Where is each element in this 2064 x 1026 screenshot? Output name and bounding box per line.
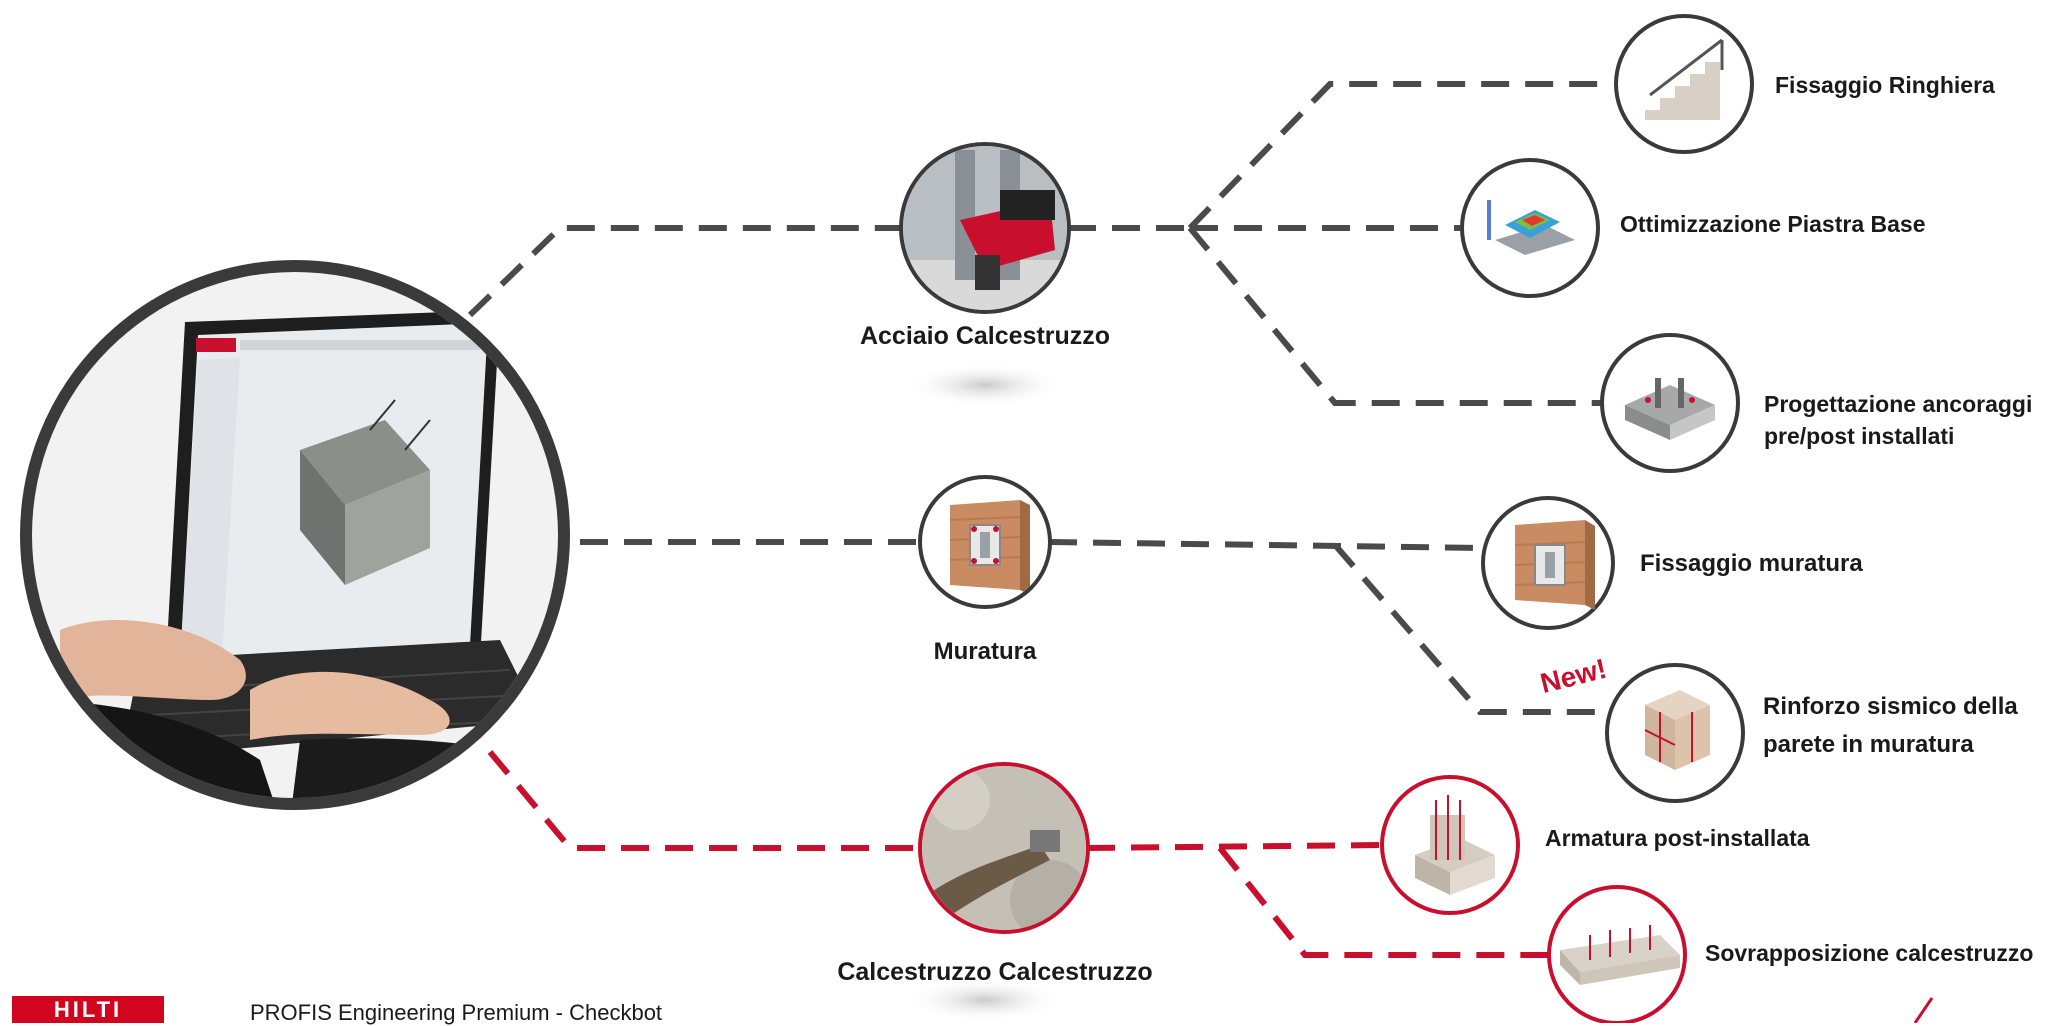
app-ringhiera-icon[interactable]: [1614, 14, 1754, 154]
hero-laptop-illustration: [20, 260, 570, 810]
app-armatura-label: Armatura post-installata: [1545, 825, 1810, 851]
app-piastra-icon[interactable]: [1460, 158, 1600, 298]
category-calcestruzzo-label: Calcestruzzo Calcestruzzo: [837, 958, 1153, 986]
app-armatura-icon[interactable]: [1380, 775, 1520, 915]
app-rinforzo-line2: parete in muratura: [1763, 731, 1974, 758]
category-calcestruzzo-icon[interactable]: [915, 760, 1095, 940]
app-sovrapposizione-label: Sovrapposizione calcestruzzo: [1705, 940, 2034, 966]
app-fissaggio-muratura-label: Fissaggio muratura: [1640, 550, 1863, 577]
category-acciaio-icon[interactable]: [899, 142, 1071, 320]
app-piastra-label: Ottimizzazione Piastra Base: [1620, 211, 1926, 237]
app-rinforzo-line1: Rinforzo sismico della: [1763, 693, 2018, 720]
hilti-logo: HILTI: [12, 996, 164, 1023]
app-ancoraggi-label: Progettazione ancoraggi pre/post install…: [1764, 388, 2064, 452]
app-sovrapposizione-icon[interactable]: [1547, 885, 1687, 1023]
connector-lines-red: [487, 750, 1548, 958]
app-ancoraggi-icon[interactable]: [1600, 333, 1740, 473]
app-rinforzo-label: Rinforzo sismico della parete in muratur…: [1763, 688, 2063, 764]
app-rinforzo-icon[interactable]: [1605, 663, 1745, 803]
category-muratura-label: Muratura: [933, 638, 1037, 665]
svg-text:HILTI: HILTI: [54, 997, 122, 1022]
app-ancoraggi-line1: Progettazione ancoraggi: [1764, 391, 2033, 417]
footer-title: PROFIS Engineering Premium - Checkbot: [250, 1000, 663, 1025]
app-ringhiera-label: Fissaggio Ringhiera: [1775, 72, 1995, 98]
app-ancoraggi-line2: pre/post installati: [1764, 423, 1955, 449]
app-fissaggio-muratura-icon[interactable]: [1481, 496, 1615, 630]
category-muratura-icon[interactable]: [918, 475, 1052, 609]
connector-lines-dark: [467, 81, 1610, 715]
category-acciaio-label: Acciaio Calcestruzzo: [859, 322, 1111, 350]
accent-stroke: [1913, 997, 1934, 1023]
